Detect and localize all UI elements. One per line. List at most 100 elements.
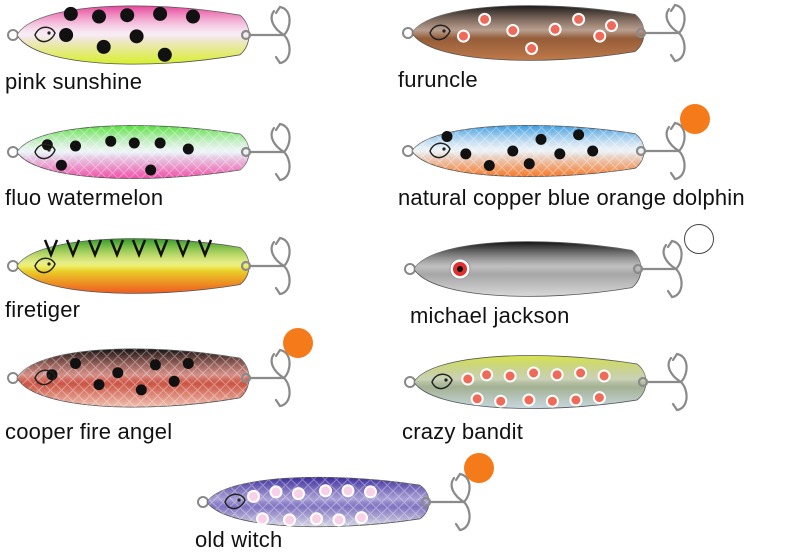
- spoon-lure-image: [7, 236, 291, 296]
- lure-spot: [506, 24, 520, 38]
- lure-item: [5, 2, 295, 68]
- lure-spot: [569, 393, 583, 407]
- lure-spot: [461, 372, 475, 386]
- fish-logo-icon: [224, 493, 246, 510]
- lure-spot: [93, 379, 105, 391]
- treble-hook-icon: [635, 3, 686, 63]
- treble-hook-icon: [240, 348, 291, 408]
- lure-name-label: michael jackson: [410, 303, 570, 328]
- spoon-lure-image: [402, 3, 686, 63]
- lure-item: [400, 2, 690, 64]
- lure-name-label: firetiger: [5, 297, 81, 322]
- lure-item: [5, 122, 295, 182]
- lure-spot: [573, 129, 585, 141]
- lure-spot: [597, 369, 611, 383]
- lure-spot: [129, 29, 144, 44]
- lure-spot: [548, 22, 562, 36]
- lure-spot: [145, 164, 157, 176]
- lure-spot: [592, 391, 606, 405]
- treble-hook-icon: [240, 5, 291, 65]
- lure-spot: [70, 140, 81, 152]
- fish-logo-icon: [431, 373, 453, 390]
- lure-spot: [269, 485, 283, 499]
- lure-spot: [535, 133, 547, 145]
- lure-spot: [332, 513, 346, 527]
- lure-spot: [545, 394, 559, 408]
- fish-logo-icon: [429, 24, 451, 41]
- lure-name-label: crazy bandit: [402, 419, 524, 444]
- lure-spot: [256, 512, 269, 526]
- lure-name-label: pink sunshine: [5, 69, 143, 94]
- lure-spot: [527, 366, 541, 380]
- lure-spot: [70, 357, 81, 369]
- lure-spot: [478, 12, 492, 26]
- spoon-lure-image: [404, 352, 688, 412]
- treble-hook-icon: [420, 472, 471, 532]
- lure-spot: [63, 6, 78, 21]
- lure-name-label: cooper fire angel: [5, 419, 173, 444]
- lure-spot: [186, 9, 200, 24]
- lure-spot: [574, 366, 588, 380]
- lure-spot: [507, 145, 519, 157]
- color-badge-icon: [283, 328, 313, 358]
- lure-spot: [168, 375, 180, 387]
- lure-spot: [59, 28, 74, 42]
- spoon-lure-image: [7, 122, 291, 182]
- fish-logo-icon: [429, 142, 451, 159]
- spoon-lure-image: [197, 472, 471, 532]
- lure-name-label: old witch: [195, 527, 283, 552]
- lure-spot: [310, 512, 323, 526]
- lure-spot: [554, 148, 566, 160]
- treble-hook-icon: [637, 352, 688, 412]
- lure-spot: [153, 6, 168, 21]
- lure-spot: [523, 158, 535, 170]
- treble-hook-icon: [635, 121, 686, 181]
- lure-spot: [247, 489, 260, 503]
- lure-spot: [55, 159, 67, 171]
- lure-spot: [319, 484, 332, 498]
- lure-spot: [154, 137, 166, 149]
- lure-spot: [441, 131, 453, 142]
- lure-spot: [355, 511, 368, 525]
- spoon-lure-image: [7, 5, 291, 65]
- lure-spot: [494, 394, 508, 408]
- lure-item: [195, 472, 475, 532]
- lure-spot: [460, 148, 472, 160]
- treble-hook-icon: [240, 122, 291, 182]
- lure-name-label: fluo watermelon: [5, 185, 164, 210]
- lure-spot: [593, 29, 607, 43]
- fish-logo-icon: [34, 257, 56, 274]
- lure-spot: [135, 384, 147, 396]
- spoon-lure-image: [7, 348, 291, 408]
- fish-logo-icon: [34, 369, 56, 386]
- lure-spot: [503, 369, 517, 383]
- lure-spot: [157, 47, 172, 62]
- lure-item: [400, 121, 690, 181]
- spoon-lure-image: [404, 239, 683, 299]
- color-badge-icon: [684, 224, 714, 254]
- fish-logo-icon: [34, 143, 56, 160]
- lure-spot: [96, 39, 111, 54]
- lure-item: [5, 235, 295, 297]
- treble-hook-icon: [240, 236, 291, 296]
- lure-spot: [605, 19, 618, 33]
- lure-name-label: furuncle: [398, 67, 478, 92]
- lure-spot: [105, 135, 117, 147]
- treble-hook-icon: [632, 239, 683, 299]
- lure-spot: [112, 367, 124, 379]
- lure-spot: [182, 357, 194, 369]
- color-badge-icon: [680, 104, 710, 134]
- lure-spot: [283, 513, 296, 527]
- color-badge-icon: [464, 453, 494, 483]
- lure-spot: [587, 145, 599, 157]
- lure-spot: [470, 392, 484, 406]
- lure-spot: [483, 160, 495, 171]
- lure-spot: [480, 368, 494, 382]
- lure-spot: [128, 137, 140, 149]
- lure-spot: [572, 12, 586, 26]
- lure-spot: [550, 368, 564, 382]
- lure-item: [402, 352, 692, 412]
- fish-logo-icon: [34, 26, 56, 43]
- lure-spot: [341, 484, 355, 498]
- lure-name-label: natural copper blue orange dolphin: [398, 185, 745, 210]
